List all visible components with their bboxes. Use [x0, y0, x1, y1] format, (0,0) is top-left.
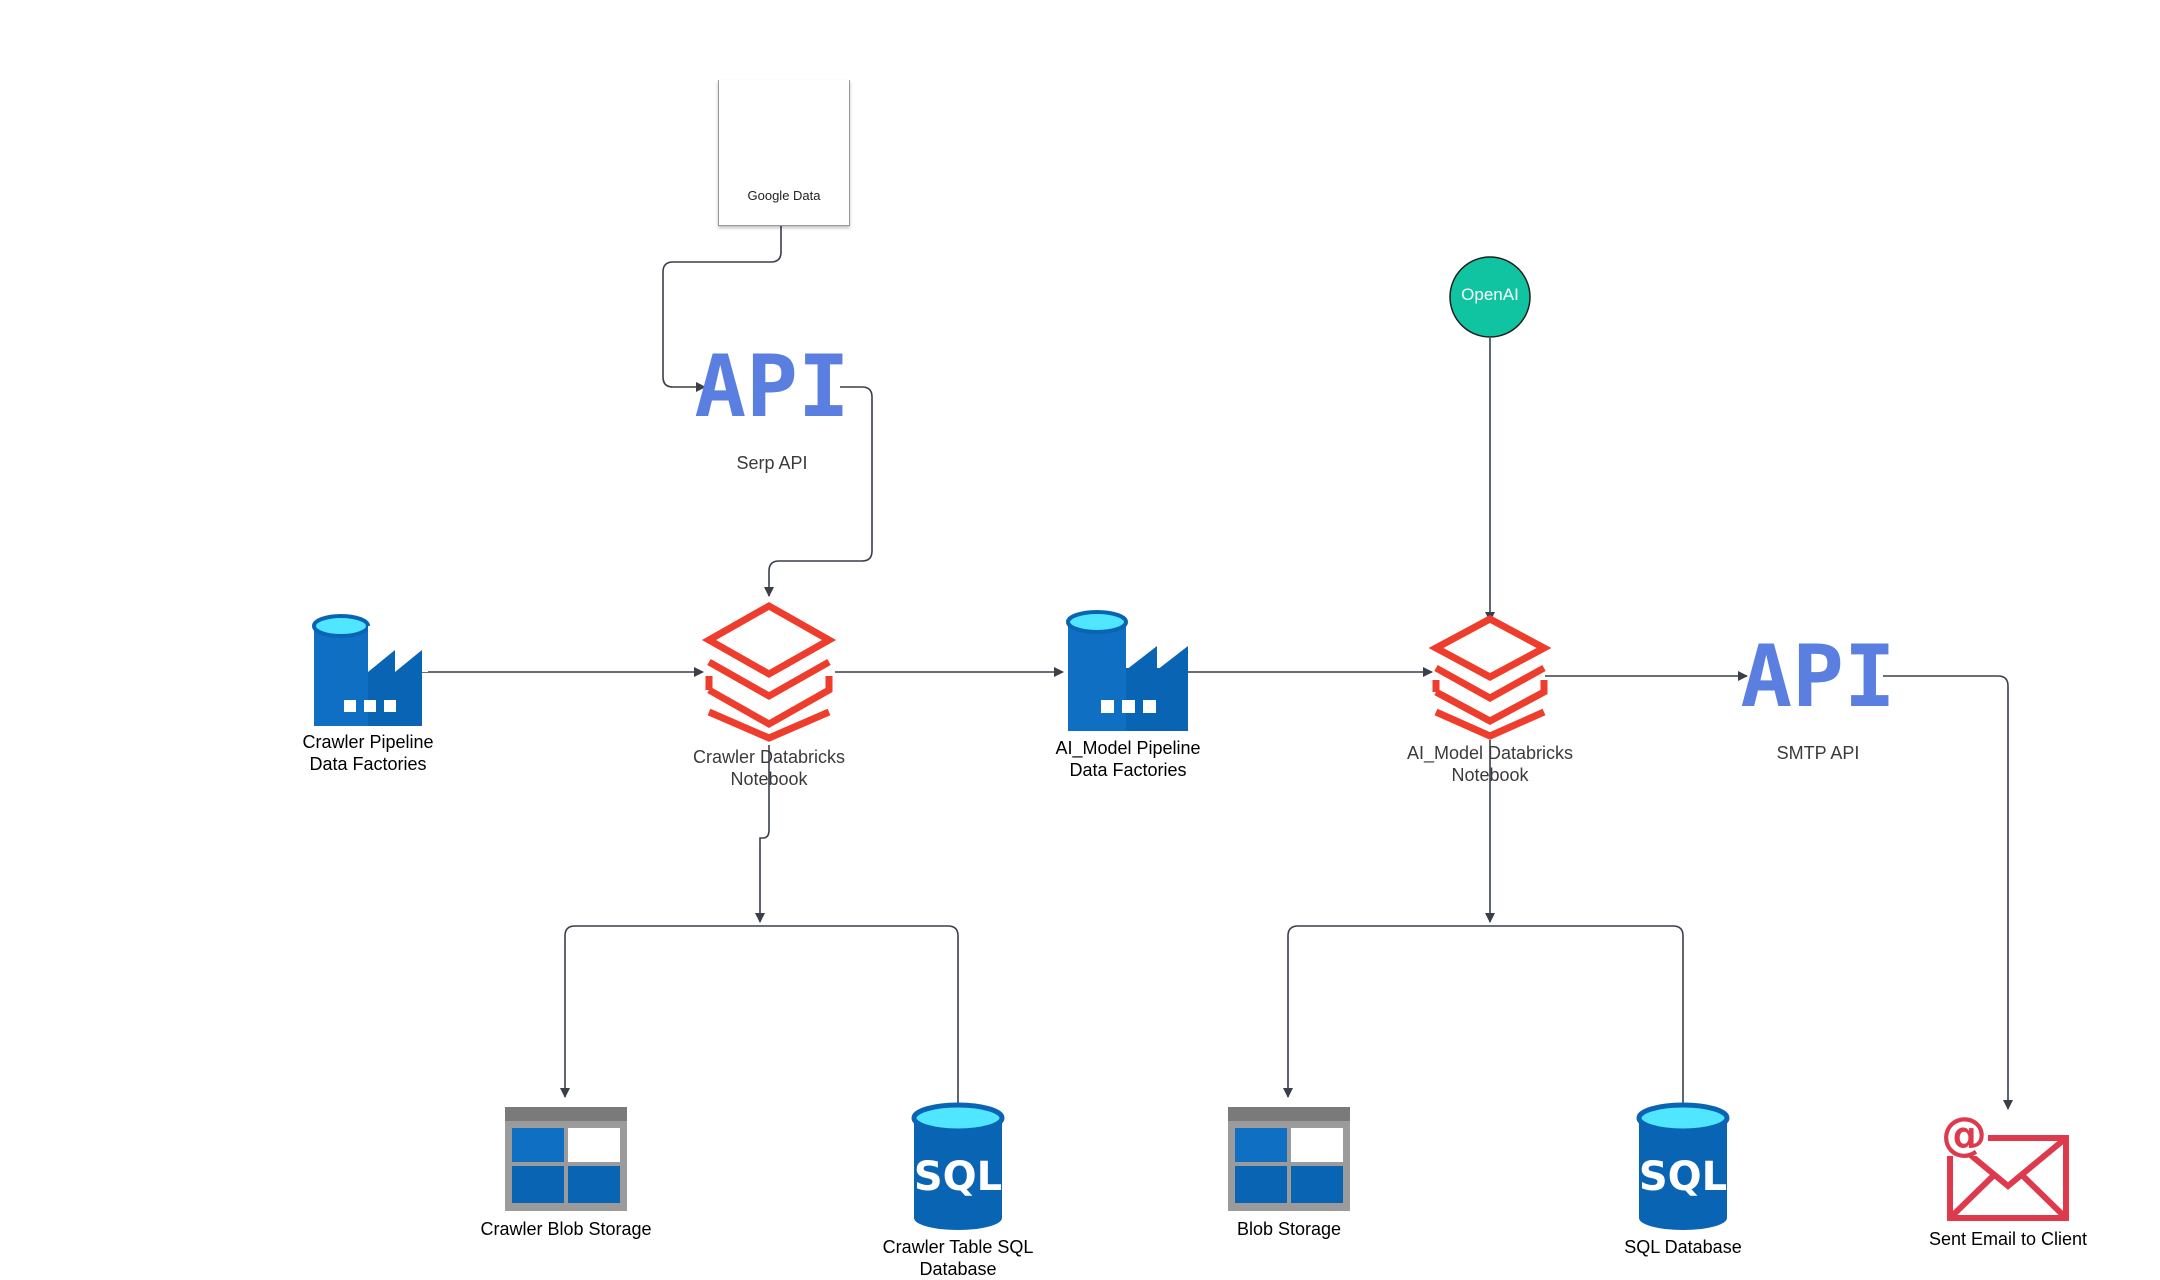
- ai-pipeline-label: AI_Model Pipeline Data Factories: [1055, 738, 1201, 780]
- edge-ai-split-blob: [1283, 925, 1490, 1098]
- sql-label: SQL: [1639, 1154, 1727, 1200]
- databricks-icon: [1428, 615, 1552, 740]
- openai-node: [1449, 256, 1531, 338]
- openai-label: OpenAI: [1461, 285, 1519, 304]
- edge-serp-to-crawler-notebook: [764, 386, 873, 597]
- crawler-pipeline-label: Crawler Pipeline Data Factories: [302, 732, 434, 774]
- edge-google-to-serp: [662, 225, 782, 392]
- edge-crawler-split-sql: [760, 925, 959, 1105]
- blob-storage-icon: [505, 1107, 627, 1211]
- edge-ai-split-sql: [1490, 925, 1684, 1105]
- google-data-label: Google Data: [747, 188, 821, 203]
- email-icon: @: [1940, 1107, 2069, 1221]
- sql-database-icon: SQL: [1636, 1102, 1730, 1230]
- sql-database-icon: SQL: [911, 1102, 1005, 1230]
- serp-api-icon: API: [694, 337, 849, 437]
- ai-notebook-label: AI_Model Databricks Notebook: [1406, 743, 1574, 785]
- blob-label: Blob Storage: [1236, 1219, 1342, 1239]
- crawler-notebook-label: Crawler Databricks Notebook: [692, 747, 846, 789]
- serp-api-label: Serp API: [736, 453, 808, 473]
- at-sign: @: [1941, 1107, 1987, 1161]
- blob-storage-icon: [1228, 1107, 1350, 1211]
- smtp-api-icon: API: [1740, 627, 1895, 727]
- edge-smtp-to-email: [1883, 675, 2013, 1110]
- data-factory-icon: [1066, 610, 1192, 731]
- sql-label: SQL: [914, 1154, 1002, 1200]
- edge-crawler-split-blob: [560, 925, 760, 1098]
- smtp-api-label: SMTP API: [1776, 743, 1860, 763]
- email-label: Sent Email to Client: [1928, 1229, 2088, 1249]
- crawler-blob-label: Crawler Blob Storage: [480, 1219, 652, 1239]
- google-data-node: Google Data: [718, 80, 850, 226]
- edge-crawler-notebook-down: [755, 745, 770, 923]
- databricks-icon: [701, 601, 837, 742]
- crawler-sql-label: Crawler Table SQL Database: [882, 1237, 1034, 1279]
- sql-db-label: SQL Database: [1624, 1237, 1742, 1257]
